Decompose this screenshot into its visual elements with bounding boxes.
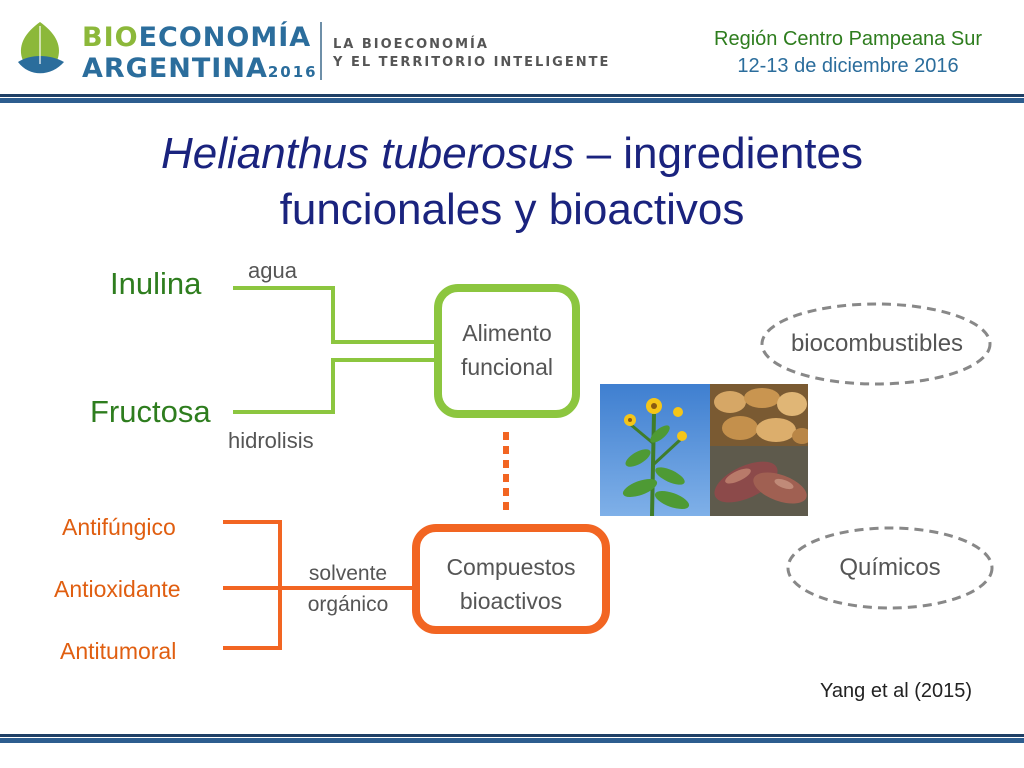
- brand-year: 2016: [267, 63, 318, 81]
- fructosa-connector: [233, 358, 438, 414]
- leaf-logo-icon: [18, 22, 64, 74]
- compuestos-line1: Compuestos: [446, 554, 576, 580]
- fructosa-label: Fructosa: [90, 394, 211, 429]
- slide-title: Helianthus tuberosus – ingredientes func…: [40, 126, 984, 238]
- agua-label: agua: [248, 258, 297, 283]
- antifungico-connector: [223, 520, 282, 650]
- footer-rule-thin: [0, 734, 1024, 737]
- region-name: Región Centro Pampeana Sur: [714, 28, 982, 50]
- event-dates: 12-13 de diciembre 2016: [737, 55, 959, 77]
- tagline-line1: LA BIOECONOMÍA: [333, 37, 489, 52]
- antioxidante-label: Antioxidante: [54, 576, 181, 602]
- header-tagline: LA BIOECONOMÍA Y EL TERRITORIO INTELIGEN…: [333, 36, 610, 72]
- compuestos-bioactivos-text: Compuestos bioactivos: [420, 550, 602, 618]
- antifungico-label: Antifúngico: [62, 514, 176, 540]
- footer-rule-thick: [0, 738, 1024, 743]
- quimicos-label: Químicos: [839, 554, 941, 581]
- title-rest: – ingredientes: [574, 129, 863, 178]
- purple-tubers-photo: [710, 446, 808, 516]
- tubers-photo: [710, 384, 808, 446]
- alimento-line2: funcional: [460, 354, 554, 380]
- header-rule-thick: [0, 98, 1024, 103]
- sunflower-plant-photo: [600, 384, 710, 516]
- compuestos-line2: bioactivos: [459, 588, 563, 614]
- header-divider: [320, 22, 322, 80]
- compuestos-bioactivos-box: [412, 524, 610, 634]
- brand-economia: ECONOMÍA: [138, 22, 312, 53]
- solvente-line1: solvente: [308, 562, 388, 585]
- solvente-organico-text: solvente orgánico: [290, 558, 406, 620]
- header-rule-thin: [0, 94, 1024, 97]
- tagline-line2: Y EL TERRITORIO INTELIGENTE: [333, 55, 611, 70]
- brand-logotype: BIOECONOMÍA ARGENTINA2016: [82, 22, 318, 88]
- hidrolisis-label: hidrolisis: [228, 428, 314, 453]
- inulina-connector: [233, 286, 438, 344]
- solvente-line2: orgánico: [307, 593, 389, 616]
- biocombustibles-label: biocombustibles: [790, 330, 964, 357]
- citation: Yang et al (2015): [820, 680, 972, 702]
- alimento-funcional-box: [434, 284, 580, 418]
- antitumoral-label: Antitumoral: [60, 638, 177, 664]
- biocombustibles-ellipse: [760, 302, 992, 386]
- event-info: Región Centro Pampeana Sur 12-13 de dici…: [714, 26, 982, 80]
- alimento-funcional-text: Alimento funcional: [442, 316, 572, 384]
- brand-bio: BIO: [82, 22, 139, 53]
- inulina-label: Inulina: [110, 266, 202, 301]
- alimento-line1: Alimento: [462, 320, 552, 346]
- title-line2: funcionales y bioactivos: [279, 185, 745, 234]
- brand-argentina: ARGENTINA: [82, 53, 268, 84]
- title-species: Helianthus tuberosus: [160, 129, 575, 178]
- quimicos-ellipse: [786, 526, 994, 610]
